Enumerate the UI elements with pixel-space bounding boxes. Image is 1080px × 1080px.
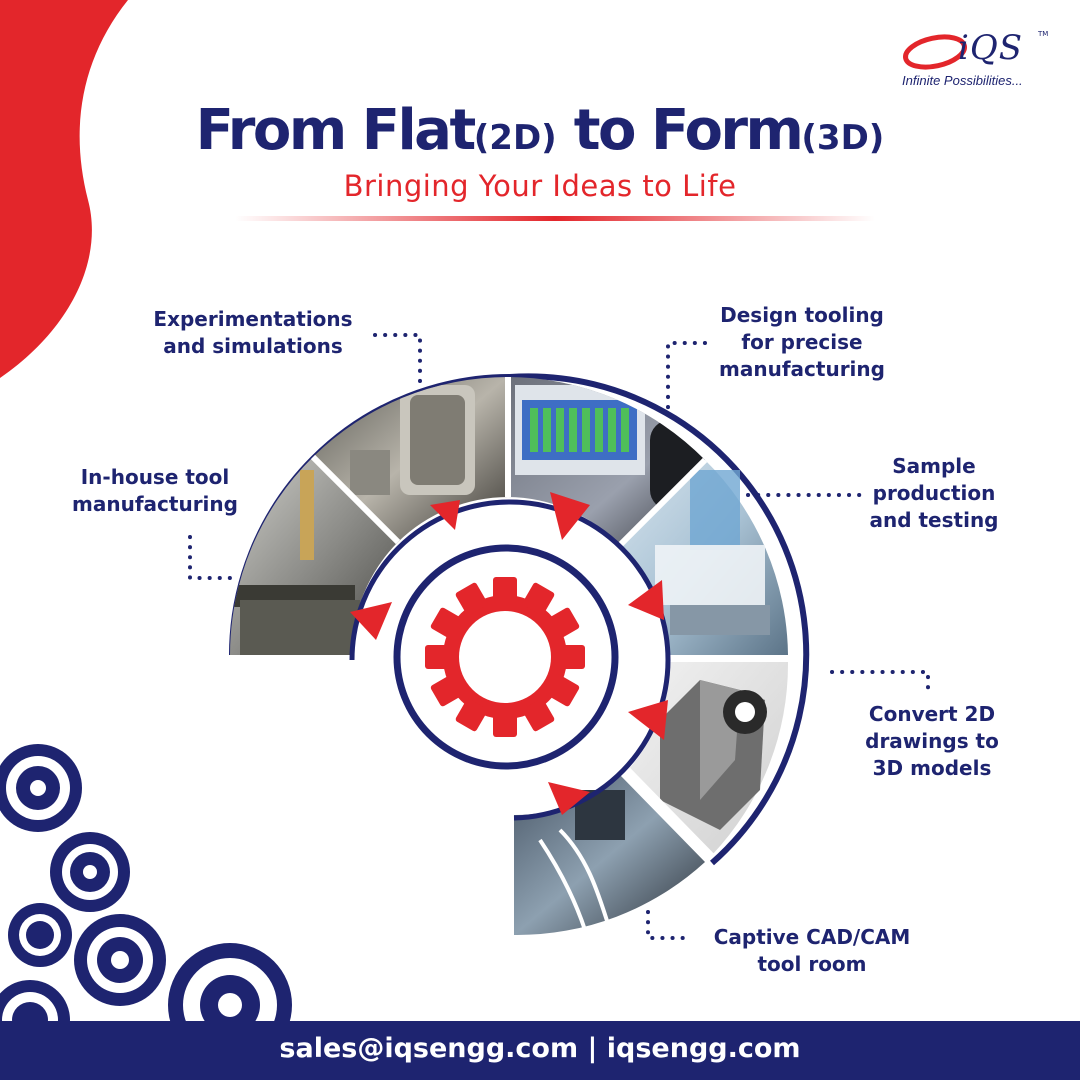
label-line: Design tooling (720, 303, 884, 327)
label-line: Convert 2D (868, 702, 996, 726)
page-subtitle: Bringing Your Ideas to Life (343, 169, 737, 203)
decorative-gears-icon (0, 744, 292, 1067)
footer-contact-link[interactable]: sales@iqsengg.com | iqsengg.com (279, 1033, 801, 1064)
photo-captive-cadcam (514, 775, 705, 936)
leader-lines (188, 333, 930, 940)
title-part-flat: From Flat (195, 98, 477, 163)
center-gear-icon (425, 577, 585, 737)
arrow-markers (350, 492, 668, 815)
label-line: tool room (757, 952, 867, 976)
label-line: Sample (892, 454, 976, 478)
outer-arc-right (509, 373, 810, 866)
inner-arc-lower (513, 659, 671, 821)
title-2d: (2D) (473, 118, 557, 158)
label-design-tooling: Design tooling for precise manufacturing (708, 302, 896, 383)
label-captive-cadcam: Captive CAD/CAM tool room (700, 924, 924, 978)
label-line: and simulations (163, 334, 343, 358)
red-wave-shape (0, 0, 128, 378)
label-line: for precise (741, 330, 863, 354)
label-experimentations: Experimentations and simulations (146, 306, 360, 360)
label-line: 3D models (872, 756, 992, 780)
label-line: and testing (869, 508, 999, 532)
brand-logo: iQS (958, 28, 1024, 68)
logo-swirl-icon (903, 34, 967, 70)
page-title: From Flat(2D) to Form(3D) (0, 96, 1080, 173)
brand-tagline: Infinite Possibilities... (902, 73, 1023, 88)
label-convert-2d-3d: Convert 2D drawings to 3D models (854, 701, 1010, 782)
label-line: Captive CAD/CAM (713, 925, 911, 949)
label-line: drawings to (865, 729, 999, 753)
label-line: manufacturing (719, 357, 885, 381)
title-underline (235, 216, 875, 221)
label-line: manufacturing (72, 492, 238, 516)
title-part-form: to Form (556, 98, 804, 163)
inner-arc (349, 499, 671, 661)
footer-bar (0, 1021, 1080, 1080)
title-3d: (3D) (801, 118, 885, 158)
trademark-mark: TM (1038, 30, 1049, 38)
label-line: In-house tool (80, 465, 230, 489)
label-line: production (872, 481, 996, 505)
label-inhouse-tool: In-house tool manufacturing (60, 464, 250, 518)
label-line: Experimentations (153, 307, 353, 331)
label-sample-production: Sample production and testing (862, 453, 1006, 534)
